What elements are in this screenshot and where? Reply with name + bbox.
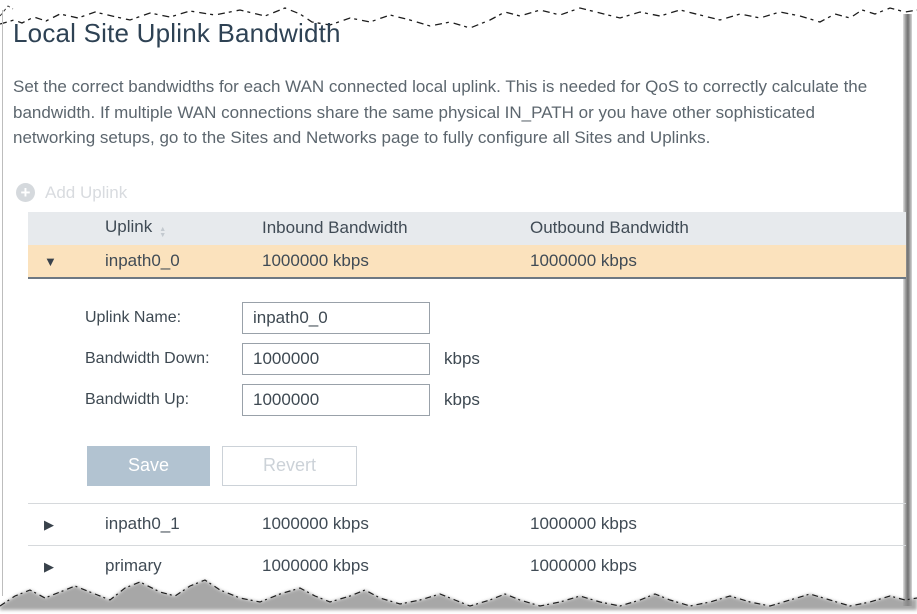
uplink-name-input[interactable] [242, 301, 430, 334]
uplink-name-cell: primary [105, 556, 162, 575]
bandwidth-up-unit: kbps [444, 389, 480, 409]
outbound-bandwidth-cell: 1000000 kbps [530, 250, 637, 270]
uplink-name-field-row: Uplink Name: [85, 301, 906, 334]
collapse-row-icon[interactable]: ▼ [44, 253, 57, 269]
add-uplink-button[interactable]: + Add Uplink [16, 182, 903, 204]
page-title: Local Site Uplink Bandwidth [13, 18, 341, 48]
table-row-primary[interactable]: ▶ primary 1000000 kbps 1000000 kbps [28, 544, 906, 587]
page-description: Set the correct bandwidths for each WAN … [13, 77, 868, 147]
outbound-bandwidth-cell: 1000000 kbps [530, 514, 637, 533]
main-content: Local Site Uplink Bandwidth Set the corr… [13, 18, 906, 587]
bandwidth-up-input[interactable] [242, 383, 430, 416]
expand-row-icon[interactable]: ▶ [44, 559, 54, 574]
bandwidth-down-field-row: Bandwidth Down: kbps [85, 342, 906, 375]
table-row-inpath0_0[interactable]: ▼ inpath0_0 1000000 kbps 1000000 kbps [28, 244, 906, 279]
save-button[interactable]: Save [87, 445, 210, 486]
inbound-bandwidth-cell: 1000000 kbps [262, 250, 369, 270]
inbound-bandwidth-cell: 1000000 kbps [262, 556, 369, 575]
column-header-uplink[interactable]: Uplink▲▼ [105, 217, 167, 239]
left-border-line [2, 10, 3, 596]
column-header-outbound: Outbound Bandwidth [530, 218, 689, 237]
uplink-edit-form: Uplink Name: Bandwidth Down: kbps Bandwi… [28, 279, 906, 503]
inbound-bandwidth-cell: 1000000 kbps [262, 514, 369, 533]
right-shadow-bar [903, 14, 912, 606]
bandwidth-down-input[interactable] [242, 342, 430, 375]
uplink-name-cell: inpath0_1 [105, 514, 180, 533]
uplink-name-cell: inpath0_0 [105, 250, 180, 270]
outbound-bandwidth-cell: 1000000 kbps [530, 556, 637, 575]
bandwidth-up-label: Bandwidth Up: [85, 390, 190, 408]
add-uplink-label: Add Uplink [45, 182, 128, 202]
table-row-inpath0_1[interactable]: ▶ inpath0_1 1000000 kbps 1000000 kbps [28, 502, 906, 545]
sort-icon[interactable]: ▲▼ [159, 226, 167, 239]
plus-circle-icon: + [16, 183, 35, 202]
bandwidth-down-unit: kbps [444, 348, 480, 368]
bandwidth-up-field-row: Bandwidth Up: kbps [85, 383, 906, 416]
uplink-name-label: Uplink Name: [85, 308, 182, 326]
revert-button[interactable]: Revert [222, 445, 357, 486]
table-header-row: Uplink▲▼ Inbound Bandwidth Outbound Band… [28, 211, 906, 245]
uplink-table: Uplink▲▼ Inbound Bandwidth Outbound Band… [28, 211, 906, 587]
expand-row-icon[interactable]: ▶ [44, 517, 54, 532]
form-buttons: Save Revert [87, 445, 906, 486]
column-header-inbound: Inbound Bandwidth [262, 218, 408, 237]
bandwidth-down-label: Bandwidth Down: [85, 349, 210, 367]
